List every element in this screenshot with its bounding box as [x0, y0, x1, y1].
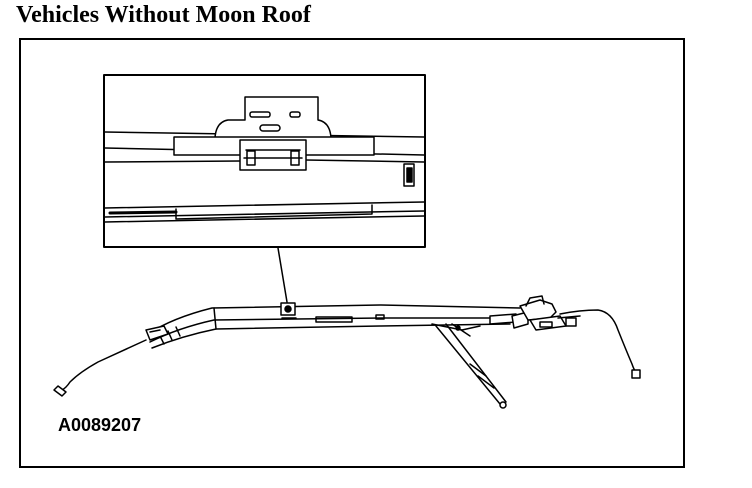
- front-tether: [61, 339, 147, 391]
- rear-tether: [559, 309, 637, 373]
- center-clip: [280, 302, 297, 319]
- leader-line: [277, 247, 288, 303]
- retaining-clip: [239, 139, 307, 171]
- illustration-frame: [19, 38, 685, 468]
- page-title: Vehicles Without Moon Roof: [16, 2, 311, 28]
- detail-inset: [103, 74, 426, 248]
- inflator-module: [489, 295, 581, 331]
- figure-code: A0089207: [58, 415, 142, 435]
- curtain-airbag-assembly: [53, 295, 641, 409]
- rear-strap: [431, 323, 507, 409]
